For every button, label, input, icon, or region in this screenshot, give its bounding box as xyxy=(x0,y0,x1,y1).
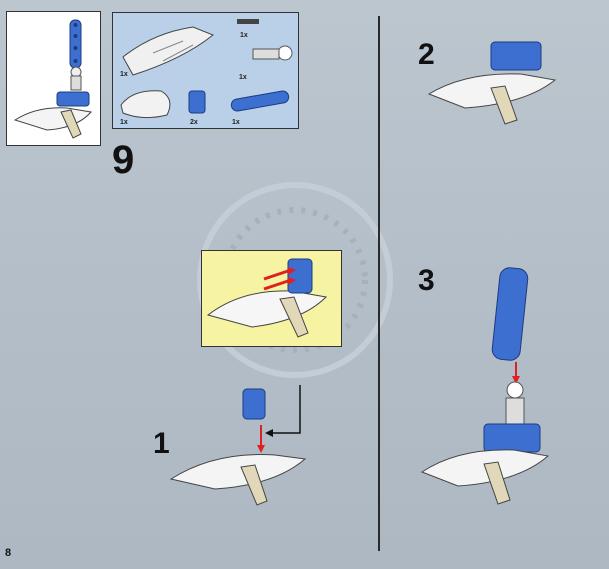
substep-1-label: 1 xyxy=(153,427,170,460)
substep-3-model xyxy=(418,262,558,517)
completed-model-inset xyxy=(6,11,101,146)
qty-blade-wing: 1x xyxy=(120,71,128,78)
column-divider xyxy=(378,16,380,551)
assembly-callout xyxy=(201,250,342,347)
qty-blue-double-connector: 2x xyxy=(190,119,198,126)
substep-2-model xyxy=(425,38,565,138)
page-number: 8 xyxy=(5,547,12,559)
qty-pin-connector: 1x xyxy=(240,32,248,39)
substep-3-label: 3 xyxy=(418,264,435,297)
substep-2-label: 2 xyxy=(418,38,435,71)
qty-shell-piece: 1x xyxy=(120,119,128,126)
qty-ball-joint: 1x xyxy=(239,74,247,81)
step-number: 9 xyxy=(112,138,135,182)
substep-1-model xyxy=(165,385,340,515)
qty-blue-beam: 1x xyxy=(232,119,240,126)
parts-list-box: 1x 1x 1x 1x 2x 1x xyxy=(112,12,299,129)
